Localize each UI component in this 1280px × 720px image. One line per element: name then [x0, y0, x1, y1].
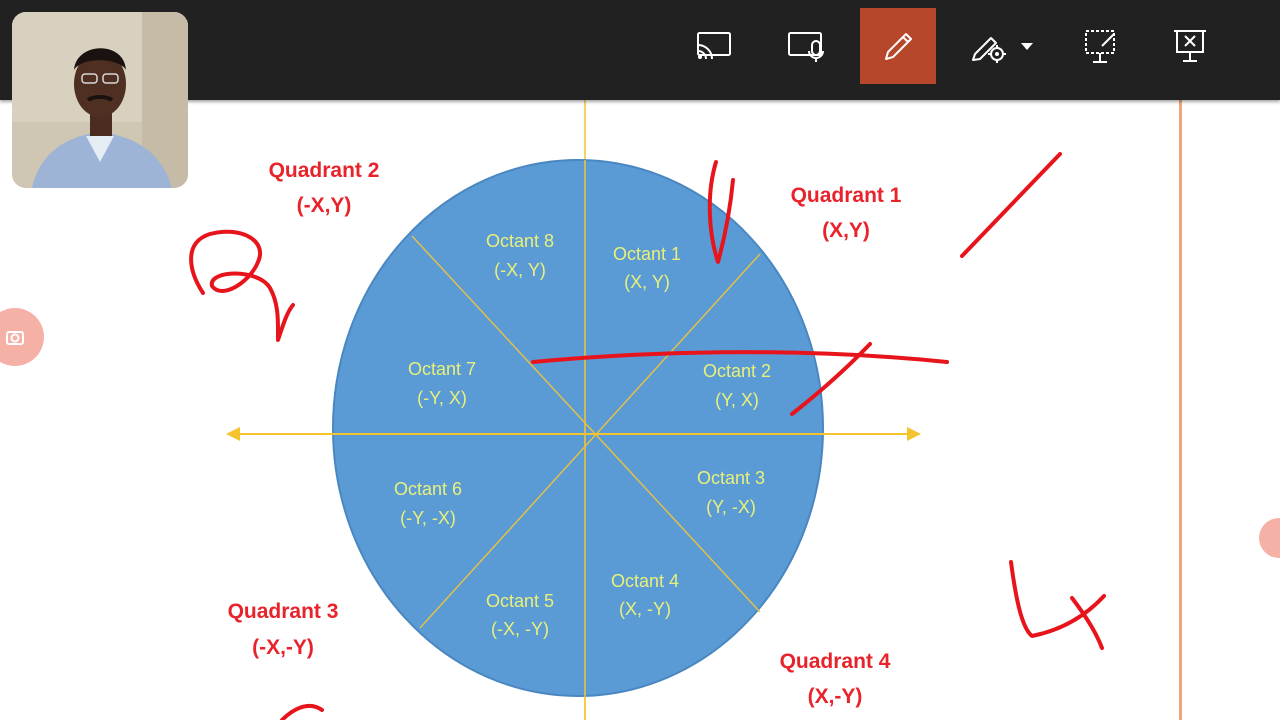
close-presentation-icon	[1174, 30, 1206, 62]
quadrant-4-coords: (X,-Y)	[808, 685, 863, 708]
quadrant-1-title: Quadrant 1	[791, 184, 902, 207]
ink-digit-7-stroke	[790, 342, 872, 416]
octant-8-title: Octant 8	[486, 231, 554, 251]
quadrant-4-title: Quadrant 4	[780, 650, 891, 673]
erase-ink-button[interactable]	[1062, 8, 1138, 84]
pen-settings-dropdown-icon	[972, 37, 1033, 63]
ink-annotations	[189, 152, 1106, 720]
ink-partial-stroke	[280, 703, 324, 720]
octant-2-title: Octant 2	[703, 361, 771, 381]
octant-7-title: Octant 7	[408, 359, 476, 379]
pen-icon	[885, 33, 912, 60]
octant-circle	[332, 159, 824, 697]
octant-5-coords: (-X, -Y)	[491, 619, 549, 639]
quadrant-3-coords: (-X,-Y)	[252, 636, 314, 659]
quadrant-2-title: Quadrant 2	[269, 159, 380, 182]
octant-1-title: Octant 1	[613, 244, 681, 264]
octant-3-title: Octant 3	[697, 468, 765, 488]
octant-3-coords: (Y, -X)	[706, 497, 756, 517]
octant-8-coords: (-X, Y)	[494, 260, 546, 280]
screen-share-button[interactable]	[676, 8, 752, 84]
ink-digit-1-octant	[707, 160, 735, 264]
quadrant-2-coords: (-X,Y)	[297, 194, 352, 217]
octant-6-title: Octant 6	[394, 479, 462, 499]
diagonal-line-2	[419, 253, 761, 629]
presenter-avatar	[12, 12, 188, 188]
quadrant-1-coords: (X,Y)	[822, 219, 870, 242]
end-presentation-button[interactable]	[1152, 8, 1228, 84]
screen-mic-icon	[788, 32, 824, 62]
erase-ink-icon	[1085, 30, 1115, 63]
pen-tool-button[interactable]	[860, 8, 936, 84]
present-mic-button[interactable]	[768, 8, 844, 84]
octant-1-coords: (X, Y)	[624, 272, 670, 292]
octant-2-coords: (Y, X)	[715, 390, 759, 410]
ink-slash-1	[960, 152, 1062, 258]
presenter-webcam	[12, 12, 188, 188]
octant-5-title: Octant 5	[486, 591, 554, 611]
side-scroll-handle[interactable]	[1259, 518, 1280, 558]
screen-cast-icon	[697, 32, 731, 60]
octant-7-coords: (-Y, X)	[417, 388, 467, 408]
ink-horizontal-stroke	[531, 350, 949, 364]
camera-icon	[6, 331, 24, 345]
ink-digit-2	[189, 229, 295, 342]
presentation-toolbar	[0, 0, 1280, 100]
quadrant-3-title: Quadrant 3	[228, 600, 339, 623]
axis-arrow-right	[907, 427, 921, 441]
diagonal-line-1	[411, 235, 761, 613]
octant-4-title: Octant 4	[611, 571, 679, 591]
pen-settings-button[interactable]	[962, 8, 1042, 84]
ink-digit-4	[1009, 560, 1106, 650]
slide-edge-line	[1179, 100, 1182, 720]
octant-4-coords: (X, -Y)	[619, 599, 671, 619]
octant-6-coords: (-Y, -X)	[400, 508, 456, 528]
axis-arrow-left	[226, 427, 240, 441]
